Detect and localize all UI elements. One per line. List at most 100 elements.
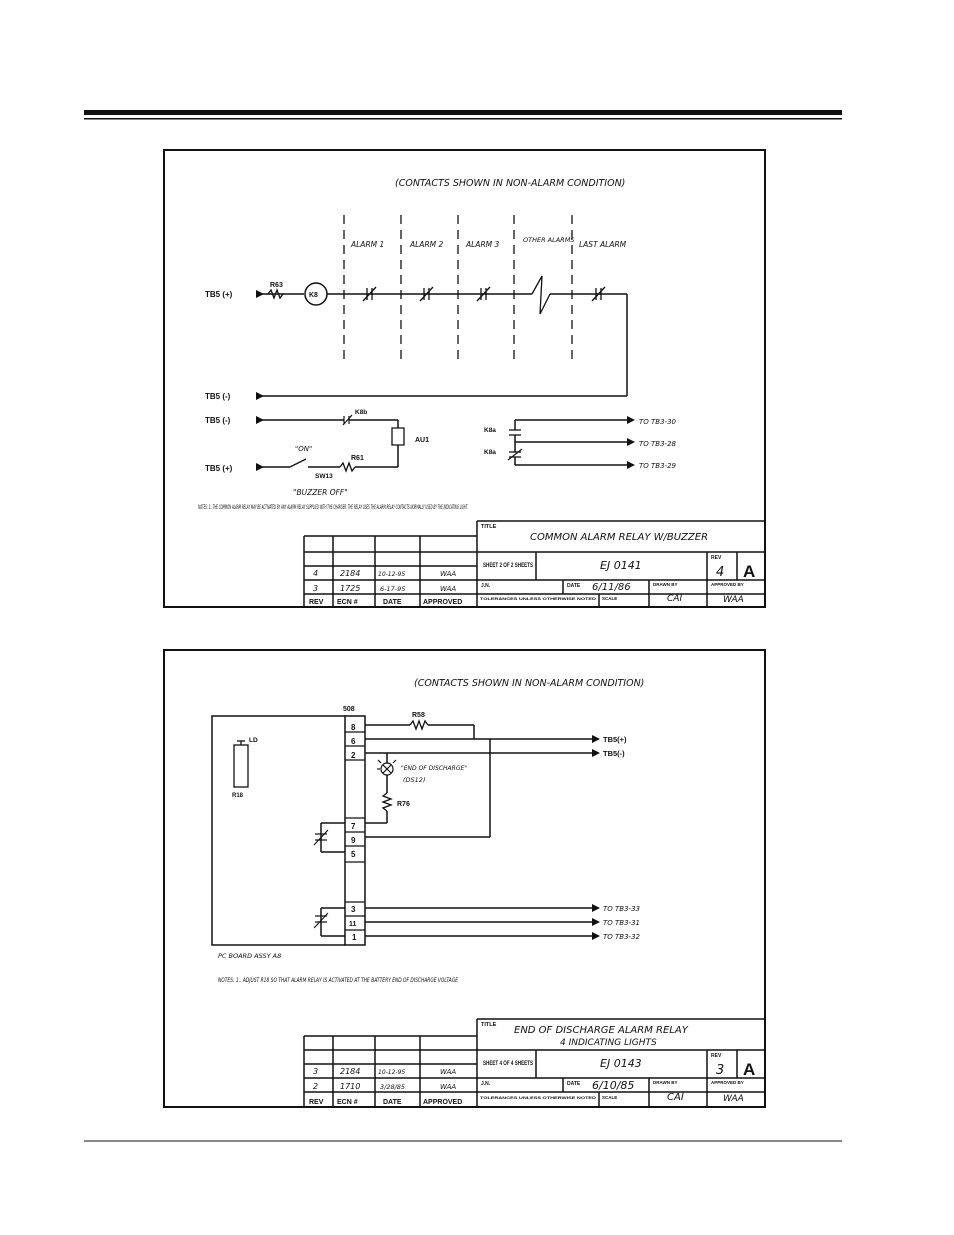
k8-label: K8 [309, 292, 318, 299]
row1-date: 10-12-95 [378, 1069, 405, 1076]
alarm-contacts [362, 286, 606, 302]
board-label: PC BOARD ASSY A8 [218, 952, 281, 960]
contacts-note: (CONTACTS SHOWN IN NON-ALARM CONDITION) [414, 678, 644, 689]
ecn-header: ECN # [337, 599, 358, 606]
date-field-value: 6/11/86 [592, 582, 631, 593]
drawn-by-label: DRAWN BY [653, 1080, 678, 1085]
to-tb3-30-label: TO TB3-30 [639, 418, 677, 426]
to-tb3-28-label: TO TB3-28 [639, 440, 677, 448]
date-field-label: DATE [567, 583, 581, 589]
drawn-by-label: DRAWN BY [653, 582, 678, 587]
r58-label: R58 [412, 712, 425, 719]
drawing-border [163, 649, 766, 1108]
size-field: A [743, 562, 755, 581]
row2-rev: 2 [313, 1082, 318, 1091]
row2-date: 6-17-95 [380, 585, 405, 593]
rev-field-label: REV [711, 1053, 722, 1059]
to-tb3-31-label: TO TB3-31 [603, 919, 640, 927]
pin-1: 1 [352, 933, 357, 942]
sheet-label: SHEET 2 OF 2 SHEETS [483, 562, 533, 569]
connector-label: 508 [343, 706, 355, 713]
eod-label: "END OF DISCHARGE" [401, 765, 467, 772]
drawing-title-line2: 4 INDICATING LIGHTS [560, 1038, 657, 1048]
rev-field-label: REV [711, 555, 722, 561]
title-label: TITLE [481, 524, 497, 530]
drawing-number: EJ 0143 [600, 1057, 642, 1070]
row1-rev: 3 [313, 1067, 318, 1076]
alarm-2-label: ALARM 2 [409, 240, 444, 249]
r76-label: R76 [397, 801, 410, 808]
r18-label: R18 [232, 793, 244, 799]
r61-label: R61 [351, 455, 364, 462]
tolerance-note: TOLERANCES UNLESS OTHERWISE NOTED [480, 1095, 596, 1100]
approved-header: APPROVED [423, 1099, 462, 1106]
header-rule [84, 110, 842, 120]
alarm-1-label: ALARM 1 [350, 240, 384, 249]
diagram-2-labels: (CONTACTS SHOWN IN NON-ALARM CONDITION) … [218, 678, 755, 1106]
rev-field-value: 3 [716, 1063, 724, 1078]
title-label: TITLE [481, 1022, 497, 1028]
rev-header: REV [309, 1099, 324, 1106]
pin-2: 2 [351, 751, 356, 760]
break-symbol [531, 275, 551, 315]
resistor-r61 [339, 461, 356, 473]
row2-approved: WAA [440, 1083, 456, 1091]
pin-11: 11 [349, 921, 357, 928]
rev-header: REV [309, 599, 324, 606]
r63-label: R63 [270, 282, 283, 289]
jn-label: J.N. [481, 1081, 491, 1087]
date-field-value: 6/10/85 [592, 1079, 634, 1092]
buzzer-off-label: "BUZZER OFF" [293, 488, 348, 497]
sw13-label: SW13 [315, 473, 333, 480]
notes-text: NOTES: 1.. THE COMMON ALARM RELAY MAY BE… [198, 505, 468, 511]
other-alarms-label: OTHER ALARMS [523, 236, 574, 244]
pin-5: 5 [351, 850, 356, 859]
on-label: "ON" [295, 445, 312, 453]
to-tb3-29-label: TO TB3-29 [639, 462, 677, 470]
connector-508 [344, 715, 366, 946]
tolerance-note: TOLERANCES UNLESS OTHERWISE NOTED [480, 596, 596, 601]
alarm-3-label: ALARM 3 [465, 240, 500, 249]
tb5-plus-label: TB5 (+) [205, 290, 233, 299]
last-alarm-label: LAST ALARM [579, 240, 627, 249]
buzzer-au1 [391, 427, 405, 446]
row1-rev: 4 [313, 569, 318, 578]
tb5-minus2-label: TB5 (-) [205, 416, 231, 425]
switch-sw13 [289, 458, 307, 468]
title-block [303, 520, 765, 607]
au1-label: AU1 [415, 437, 429, 444]
date-header: DATE [383, 1099, 402, 1106]
row2-ecn: 1710 [340, 1082, 360, 1091]
approved-header: APPROVED [423, 599, 462, 606]
size-field: A [743, 1060, 755, 1079]
ecn-header: ECN # [337, 1099, 358, 1106]
pc-board-outline [211, 715, 345, 946]
alarm-separators [343, 215, 573, 360]
drawing-number: EJ 0141 [600, 559, 642, 572]
k8b-label: K8b [355, 409, 367, 416]
pin-8: 8 [351, 723, 356, 732]
rev-field-value: 4 [716, 565, 724, 580]
row1-ecn: 2184 [340, 1067, 360, 1076]
notes-text: NOTES: 1.. ADJUST R18 SO THAT ALARM RELA… [218, 978, 458, 984]
drawing-title: COMMON ALARM RELAY W/BUZZER [530, 532, 708, 543]
drawing-border [163, 149, 766, 608]
row1-ecn: 2184 [340, 569, 360, 578]
diagram-common-alarm-relay [163, 149, 766, 608]
contacts-note: (CONTACTS SHOWN IN NON-ALARM CONDITION) [395, 178, 625, 189]
row2-date: 3/28/85 [380, 1083, 405, 1091]
approved-by-label: APPROVED BY [711, 1080, 744, 1085]
to-tb3-33-label: TO TB3-33 [603, 905, 640, 913]
approved-by-value: WAA [723, 1094, 744, 1104]
pin-9: 9 [351, 836, 356, 845]
tb5-plus2-label: TB5 (+) [205, 464, 233, 473]
resistor-r63 [267, 288, 284, 300]
date-field-label: DATE [567, 1081, 581, 1087]
tb5-minus-label: TB5 (-) [205, 392, 231, 401]
row1-approved: WAA [440, 570, 456, 578]
approved-by-label: APPROVED BY [711, 582, 744, 587]
scale-label: SCALE [602, 596, 617, 601]
led-ld [233, 744, 249, 788]
drawn-by-value: CAI [667, 1092, 684, 1103]
